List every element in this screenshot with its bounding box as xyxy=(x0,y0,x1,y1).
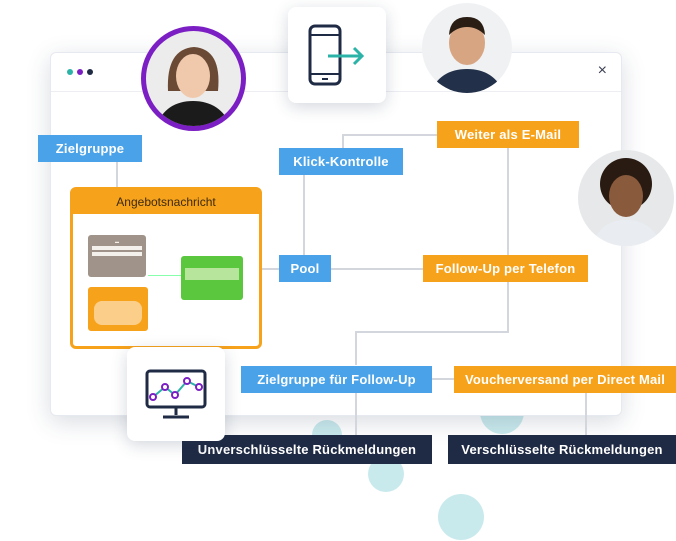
node-zielgruppe-follow-up[interactable]: Zielgruppe für Follow-Up xyxy=(241,366,432,393)
connector-line xyxy=(355,331,509,333)
connector-line xyxy=(507,134,509,256)
content-mini-card: ▬ xyxy=(88,235,146,277)
node-pool[interactable]: Pool xyxy=(279,255,331,282)
avatar-man xyxy=(422,3,512,93)
avatar-smiling-man xyxy=(578,150,674,246)
monitor-chart-icon xyxy=(145,369,207,419)
person-icon xyxy=(156,47,231,126)
node-follow-up-telefon[interactable]: Follow-Up per Telefon xyxy=(423,255,588,282)
node-unverschluesselte-rueckmeldungen[interactable]: Unverschlüsselte Rückmeldungen xyxy=(182,435,432,464)
window-dot-icon xyxy=(67,69,73,75)
connector-line xyxy=(507,282,509,332)
connector-line xyxy=(432,378,454,380)
mini-card-row xyxy=(92,246,142,250)
connector-line xyxy=(342,134,344,148)
node-klick-kontrolle[interactable]: Klick-Kontrolle xyxy=(279,148,403,175)
options-mini-card xyxy=(181,256,243,300)
connector-line xyxy=(355,393,357,435)
connector-line xyxy=(148,275,181,276)
offer-message-group[interactable]: Angebotsnachricht ▬ xyxy=(70,187,262,349)
person-icon xyxy=(430,17,504,93)
node-weiter-als-email[interactable]: Weiter als E-Mail xyxy=(437,121,579,148)
phone-icon-card xyxy=(288,7,386,103)
person-icon xyxy=(592,158,662,246)
node-zielgruppe[interactable]: Zielgruppe xyxy=(38,135,142,162)
offer-group-title: Angebotsnachricht xyxy=(73,190,259,214)
mini-card-header: ▬ xyxy=(115,239,119,244)
node-voucherversand[interactable]: Voucherversand per Direct Mail xyxy=(454,366,676,393)
mini-card-row xyxy=(92,252,142,256)
mini-card-row xyxy=(185,268,239,280)
window-dot-icon xyxy=(87,69,93,75)
avatar-woman xyxy=(141,26,246,131)
mini-card-pill xyxy=(94,301,142,325)
node-verschluesselte-rueckmeldungen[interactable]: Verschlüsselte Rückmeldungen xyxy=(448,435,676,464)
phone-forward-icon xyxy=(308,24,365,86)
connector-line xyxy=(355,331,357,365)
background-bubble xyxy=(438,494,484,540)
monitor-icon-card xyxy=(127,347,225,441)
connector-line xyxy=(262,268,280,270)
connector-line xyxy=(330,268,424,270)
connector-line xyxy=(585,393,587,435)
close-icon[interactable]: × xyxy=(597,62,607,79)
window-dot-icon xyxy=(77,69,83,75)
connector-line xyxy=(116,162,118,188)
connector-line xyxy=(303,175,305,255)
connector-line xyxy=(342,134,508,136)
delivery-mini-card xyxy=(88,287,148,331)
